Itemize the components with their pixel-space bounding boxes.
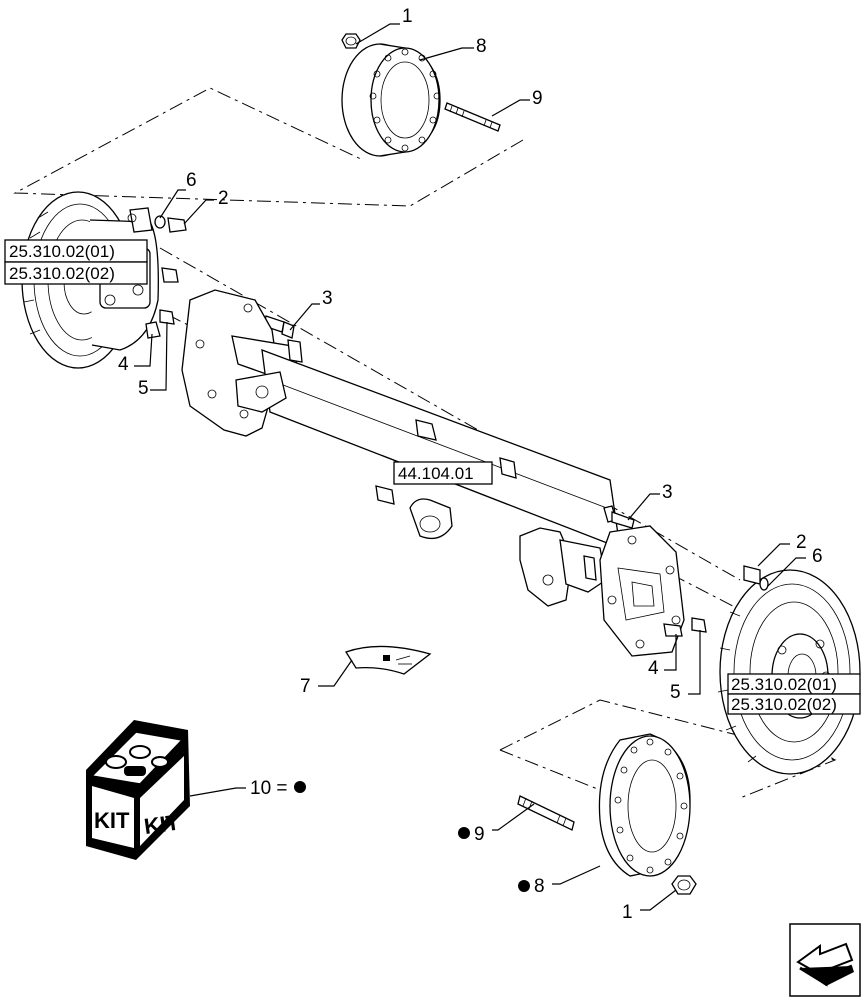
callout-9-top: 9 — [532, 88, 543, 109]
svg-text:25.310.02(02): 25.310.02(02) — [9, 264, 115, 283]
callout-10: 10 = — [250, 778, 288, 799]
stud-bolt-top — [444, 102, 501, 132]
nut-bottom — [671, 875, 697, 895]
callout-8-top: 8 — [476, 36, 487, 57]
fittings-left — [145, 215, 187, 339]
kit-label-left: KIT — [94, 808, 130, 833]
ref-link-left-2[interactable]: 25.310.02(02) — [4, 261, 148, 285]
leader-lines — [134, 23, 806, 911]
callout-6-left: 6 — [186, 170, 197, 191]
bolt-left — [263, 315, 295, 339]
callout-8-bottom: 8 — [534, 876, 545, 897]
callout-2-right: 2 — [796, 532, 807, 553]
ref-link-center[interactable]: 44.104.01 — [393, 461, 493, 485]
callout-5-right: 5 — [670, 682, 681, 703]
axle-beam — [181, 289, 685, 657]
callout-4-right: 4 — [648, 658, 659, 679]
hub-right — [717, 569, 861, 775]
bolt-right — [603, 505, 635, 529]
filled-dot-icon — [518, 880, 530, 892]
filled-dot-icon — [294, 781, 306, 793]
decal — [345, 645, 432, 675]
filled-dot-icon — [458, 827, 470, 839]
ref-link-right-2[interactable]: 25.310.02(02) — [727, 693, 861, 715]
svg-text:25.310.02(01): 25.310.02(01) — [9, 242, 115, 261]
bearing-ring-bottom — [598, 733, 691, 877]
callout-9-bottom: 9 — [474, 824, 485, 845]
svg-text:44.104.01: 44.104.01 — [398, 464, 474, 483]
callout-3-left: 3 — [322, 288, 333, 309]
callout-labels: 1 8 9 6 2 3 4 5 3 2 6 4 5 7 10 = 9 8 1 — [118, 6, 823, 923]
svg-text:25.310.02(02): 25.310.02(02) — [731, 695, 837, 714]
previous-page-button[interactable] — [789, 923, 861, 997]
callout-1-top: 1 — [402, 6, 413, 27]
callout-2-left: 2 — [218, 188, 229, 209]
fittings-right — [663, 565, 769, 637]
callout-7: 7 — [300, 676, 311, 697]
ref-link-left-1[interactable]: 25.310.02(01) — [4, 239, 148, 263]
callout-6-right: 6 — [812, 546, 823, 567]
callout-5-left: 5 — [138, 378, 149, 399]
kit-label-right: KIT — [142, 809, 181, 839]
bearing-ring-top — [341, 43, 441, 157]
kit-box-icon: KIT KIT — [86, 720, 190, 860]
arrow-left-icon — [796, 942, 854, 987]
svg-text:25.310.02(01): 25.310.02(01) — [731, 675, 837, 694]
callout-4-left: 4 — [118, 354, 129, 375]
callout-1-bottom: 1 — [622, 902, 633, 923]
ref-link-right-1[interactable]: 25.310.02(01) — [727, 673, 861, 695]
nut-top — [341, 33, 361, 49]
callout-3-right: 3 — [662, 482, 673, 503]
stud-bolt-bottom — [517, 795, 575, 831]
